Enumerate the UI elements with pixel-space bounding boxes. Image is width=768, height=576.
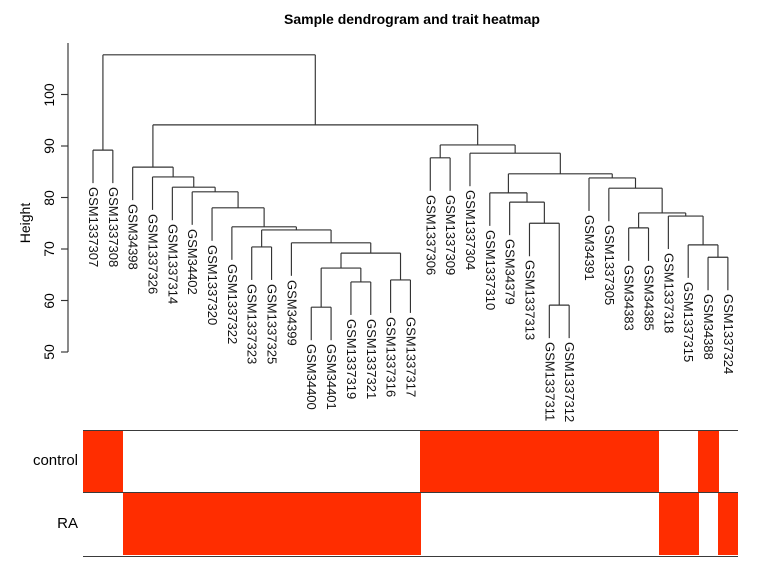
- leaf-label: GSM1337322: [224, 263, 240, 345]
- leaf-label: GSM1337313: [522, 260, 538, 341]
- leaf-label: GSM1337308: [105, 187, 121, 268]
- leaf-label: GSM1337325: [264, 283, 280, 365]
- trait-cell: [519, 431, 540, 492]
- trait-cell: [122, 493, 144, 555]
- trait-cell: [638, 431, 660, 492]
- leaf-label: GSM1337326: [145, 213, 161, 295]
- leaf-label: GSM1337324: [720, 294, 736, 375]
- trait-cell: [678, 493, 699, 555]
- y-axis-tick-label: 90: [41, 138, 57, 154]
- trait-cell: [539, 431, 560, 492]
- trait-cell: [102, 431, 124, 492]
- trait-cell: [241, 493, 263, 555]
- trait-cell: [420, 431, 441, 492]
- trait-cell: [261, 493, 282, 555]
- trait-cell: [281, 493, 302, 555]
- leaf-label: GSM1337304: [462, 190, 478, 271]
- trait-cell: [400, 493, 421, 555]
- trait-heatmap: [83, 430, 739, 557]
- leaf-label: GSM1337316: [383, 316, 399, 398]
- trait-cell: [479, 431, 501, 492]
- trait-cell: [579, 431, 600, 492]
- leaf-label: GSM34401: [324, 344, 340, 410]
- leaf-label: GSM34391: [582, 214, 597, 281]
- leaf-label: GSM1337321: [363, 318, 379, 400]
- trait-cell: [460, 431, 481, 492]
- trait-row: [83, 492, 739, 555]
- trait-cell: [341, 493, 362, 555]
- y-axis-tick-label: 100: [41, 82, 57, 107]
- trait-cell: [301, 493, 322, 555]
- chart-title: Sample dendrogram and trait heatmap: [284, 11, 540, 27]
- leaf-label: GSM1337318: [661, 253, 677, 334]
- leaf-label: GSM1337311: [542, 342, 558, 422]
- leaf-label: GSM1337320: [205, 244, 221, 326]
- leaf-label: GSM34399: [284, 279, 300, 346]
- leaf-label: GSM34400: [304, 344, 320, 410]
- trait-cell: [380, 493, 402, 555]
- y-axis-tick-label: 80: [41, 189, 57, 206]
- leaf-label: GSM1337305: [601, 225, 617, 306]
- leaf-label: GSM1337312: [562, 342, 578, 423]
- leaf-label: GSM34398: [125, 204, 141, 270]
- leaf-label: GSM34388: [701, 294, 717, 360]
- leaf-label: GSM34379: [502, 239, 518, 305]
- trait-cell: [599, 431, 620, 492]
- y-axis-tick-label: 60: [41, 292, 57, 309]
- trait-cell: [321, 493, 342, 555]
- trait-row-label: RA: [57, 514, 78, 532]
- leaf-label: GSM1337323: [244, 283, 260, 365]
- leaf-label: GSM1337310: [482, 229, 498, 311]
- trait-cell: [618, 431, 640, 492]
- trait-row-label: control: [32, 452, 78, 469]
- trait-cell: [182, 493, 203, 555]
- y-axis-tick-label: 70: [41, 241, 57, 257]
- trait-cell: [202, 493, 223, 555]
- trait-cell: [221, 493, 243, 555]
- trait-cell: [718, 493, 739, 555]
- trait-cell: [440, 431, 461, 492]
- leaf-label: GSM34385: [641, 264, 657, 331]
- leaf-label: GSM1337306: [423, 194, 439, 276]
- trait-cell: [162, 493, 183, 555]
- leaf-label: GSM34383: [621, 264, 637, 331]
- leaf-label: GSM1337307: [86, 187, 101, 268]
- trait-row: [83, 430, 738, 492]
- trait-cell: [83, 431, 104, 492]
- leaf-label: GSM1337319: [343, 318, 359, 400]
- leaf-label: GSM1337317: [403, 316, 419, 398]
- trait-cell: [360, 493, 382, 555]
- leaf-label: GSM1337315: [681, 281, 697, 363]
- leaf-label: GSM1337314: [165, 224, 181, 305]
- leaf-label: GSM34402: [185, 228, 201, 295]
- trait-cell: [698, 431, 719, 492]
- leaf-label: GSM1337309: [443, 194, 459, 276]
- trait-cell: [499, 431, 521, 492]
- trait-cell: [142, 493, 163, 555]
- trait-cell: [658, 493, 679, 555]
- trait-cell: [559, 431, 580, 492]
- y-axis-tick-label: 50: [41, 344, 57, 360]
